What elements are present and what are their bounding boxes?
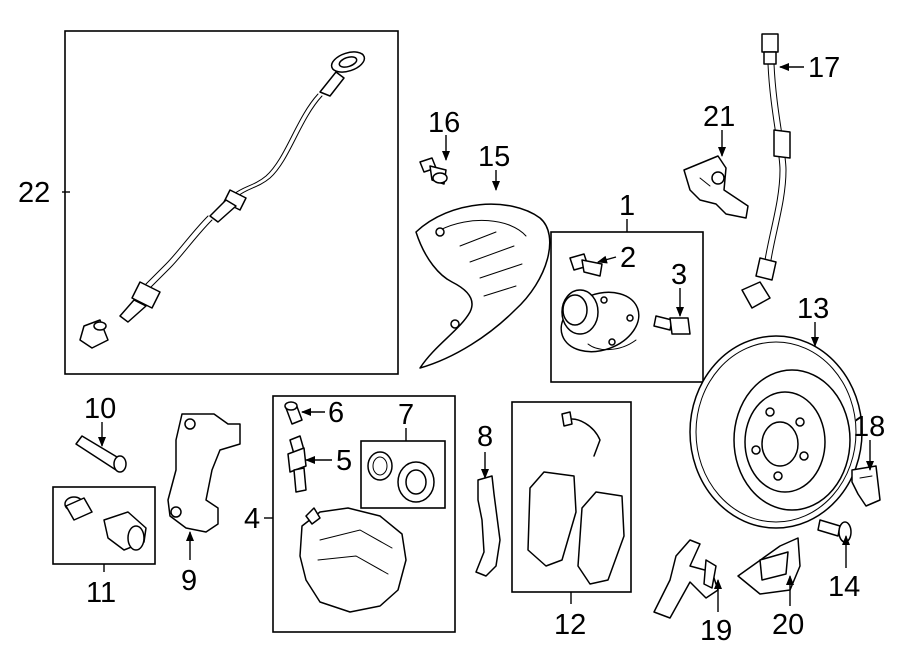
- brake-caliper: [299, 507, 407, 613]
- hub-bolt-small: [569, 253, 603, 277]
- callout-7: 7: [398, 399, 414, 431]
- box-caliper-group: [272, 395, 456, 633]
- callout-6: 6: [328, 397, 344, 429]
- callout-9: 9: [181, 565, 197, 597]
- sensor-bracket: [683, 155, 749, 219]
- callout-22: 22: [18, 177, 50, 209]
- callout-21: 21: [703, 101, 735, 133]
- pad-spring-clip: [475, 475, 501, 577]
- callout-2: 2: [620, 242, 636, 274]
- callout-1: 1: [619, 190, 635, 222]
- callout-11: 11: [86, 577, 116, 609]
- caliper-bracket: [167, 413, 241, 533]
- callout-5: 5: [336, 445, 352, 477]
- shield-bracket-left: [653, 539, 719, 619]
- box-seal-kit-group: [360, 440, 446, 509]
- bleeder-screw: [287, 435, 307, 493]
- callout-20: 20: [772, 609, 804, 641]
- callout-13: 13: [797, 293, 829, 325]
- callout-labels: 22 16 15 1 2 3 21 17 13 18 14 19 20 10 1…: [18, 52, 885, 647]
- callout-19: 19: [700, 615, 732, 647]
- guide-pin-kit: [64, 496, 147, 551]
- callout-18: 18: [853, 411, 885, 443]
- callout-16: 16: [428, 107, 460, 139]
- brake-hose: [741, 33, 791, 309]
- rotor-clip: [851, 465, 881, 507]
- callout-4: 4: [244, 503, 260, 535]
- shield-bolt: [419, 157, 448, 185]
- box-wheel-speed-sensor-group: [64, 30, 399, 375]
- callout-10: 10: [84, 393, 116, 425]
- wheel-speed-sensor-cable: [79, 51, 366, 349]
- wheel-hub: [560, 289, 640, 353]
- caliper-seal-kit: [367, 451, 435, 503]
- bleeder-cap: [284, 401, 303, 425]
- brake-pads: [527, 411, 625, 585]
- callout-12: 12: [554, 609, 586, 641]
- callout-8: 8: [477, 421, 493, 453]
- leader-lines: [62, 63, 874, 612]
- callout-3: 3: [671, 259, 687, 291]
- callout-17: 17: [808, 52, 840, 84]
- brake-splash-shield: [415, 203, 551, 369]
- callout-15: 15: [478, 141, 510, 173]
- brake-rotor: [689, 335, 863, 529]
- callout-14: 14: [828, 571, 860, 603]
- shield-bracket-right: [737, 537, 801, 595]
- guide-pin: [75, 435, 127, 473]
- hub-bolt-large: [653, 315, 691, 335]
